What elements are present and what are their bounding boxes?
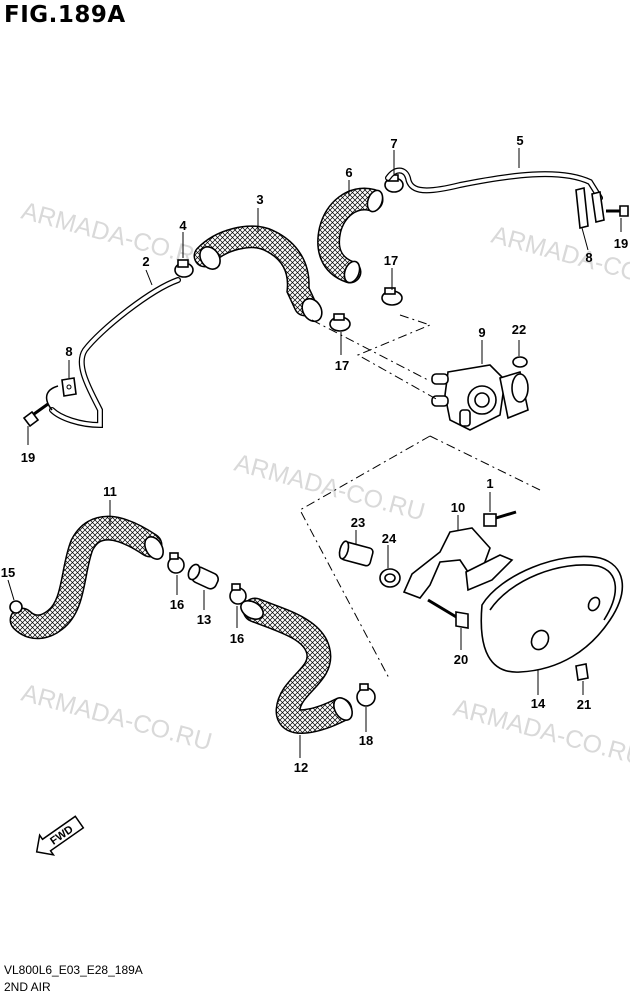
bolt-20 — [575, 663, 589, 681]
clamp-16-right — [229, 583, 247, 605]
grommet-24 — [379, 568, 401, 588]
watermark: ARMADA-CO.RU — [231, 449, 427, 527]
callout-5: 5 — [516, 133, 523, 148]
air-pipe-5 — [385, 167, 603, 201]
clamp-4 — [174, 259, 194, 278]
air-pipe-2 — [45, 277, 181, 429]
bracket-8-left — [61, 377, 77, 397]
case-14 — [480, 555, 624, 673]
callout-6: 6 — [345, 165, 352, 180]
callout-13: 13 — [197, 612, 211, 627]
callout-17-lower: 17 — [335, 358, 349, 373]
watermark: ARMADA-CO.RU — [488, 221, 630, 299]
hose-11 — [9, 515, 164, 640]
callout-24: 24 — [382, 531, 397, 546]
collar-22 — [338, 540, 374, 567]
callout-15: 15 — [1, 565, 15, 580]
callout-12: 12 — [294, 760, 308, 775]
callout-leaders — [7, 148, 622, 758]
bracket-8-right — [575, 187, 605, 229]
callout-2: 2 — [142, 254, 149, 269]
callout-1: 1 — [486, 476, 493, 491]
callout-14: 14 — [531, 696, 546, 711]
callout-8-left: 8 — [65, 344, 72, 359]
hose-6 — [317, 187, 384, 284]
callout-9: 9 — [478, 325, 485, 340]
bolt-19-left — [22, 402, 49, 428]
callout-10: 10 — [451, 500, 465, 515]
cap-21 — [512, 356, 528, 368]
figure-name: 2ND AIR — [4, 980, 51, 994]
bracket-10 — [402, 527, 514, 599]
clamp-7 — [384, 174, 404, 193]
callout-numbers: 2 3 4 5 6 7 8 8 19 19 17 17 9 22 1 10 11… — [1, 133, 628, 775]
callout-19-right: 19 — [614, 236, 628, 251]
bolt-23 — [427, 598, 469, 629]
callout-11: 11 — [103, 484, 117, 499]
leader-lines — [299, 314, 541, 681]
fwd-arrow: FWD — [35, 815, 85, 856]
callout-17-upper: 17 — [384, 253, 398, 268]
callout-8-right: 8 — [585, 250, 592, 265]
callout-23: 20 — [454, 652, 468, 667]
bolt-19-right — [606, 205, 629, 217]
callout-22: 23 — [351, 515, 365, 530]
figure-code: VL800L6_E03_E28_189A — [4, 963, 143, 977]
callout-4: 4 — [179, 218, 187, 233]
clamp-17-lower — [329, 313, 351, 332]
hose-12 — [240, 597, 353, 734]
callout-18: 18 — [359, 733, 373, 748]
reed-valve-9 — [431, 364, 529, 431]
joint-13 — [187, 563, 219, 590]
callout-19-left: 19 — [21, 450, 35, 465]
bolt-1 — [483, 510, 517, 527]
callout-20: 21 — [577, 697, 591, 712]
callout-7: 7 — [390, 136, 397, 151]
clamp-17-upper — [381, 287, 403, 306]
figure-title: FIG.189A — [4, 2, 126, 28]
callout-16-right: 16 — [230, 631, 244, 646]
callout-3: 3 — [256, 192, 263, 207]
clip-15 — [9, 600, 23, 614]
watermark: ARMADA-CO.RU — [18, 679, 214, 757]
hose-3 — [193, 225, 323, 323]
clamp-16-left — [167, 552, 185, 574]
callout-16-left: 16 — [170, 597, 184, 612]
clamp-18 — [356, 683, 376, 707]
callout-21: 22 — [512, 322, 526, 337]
